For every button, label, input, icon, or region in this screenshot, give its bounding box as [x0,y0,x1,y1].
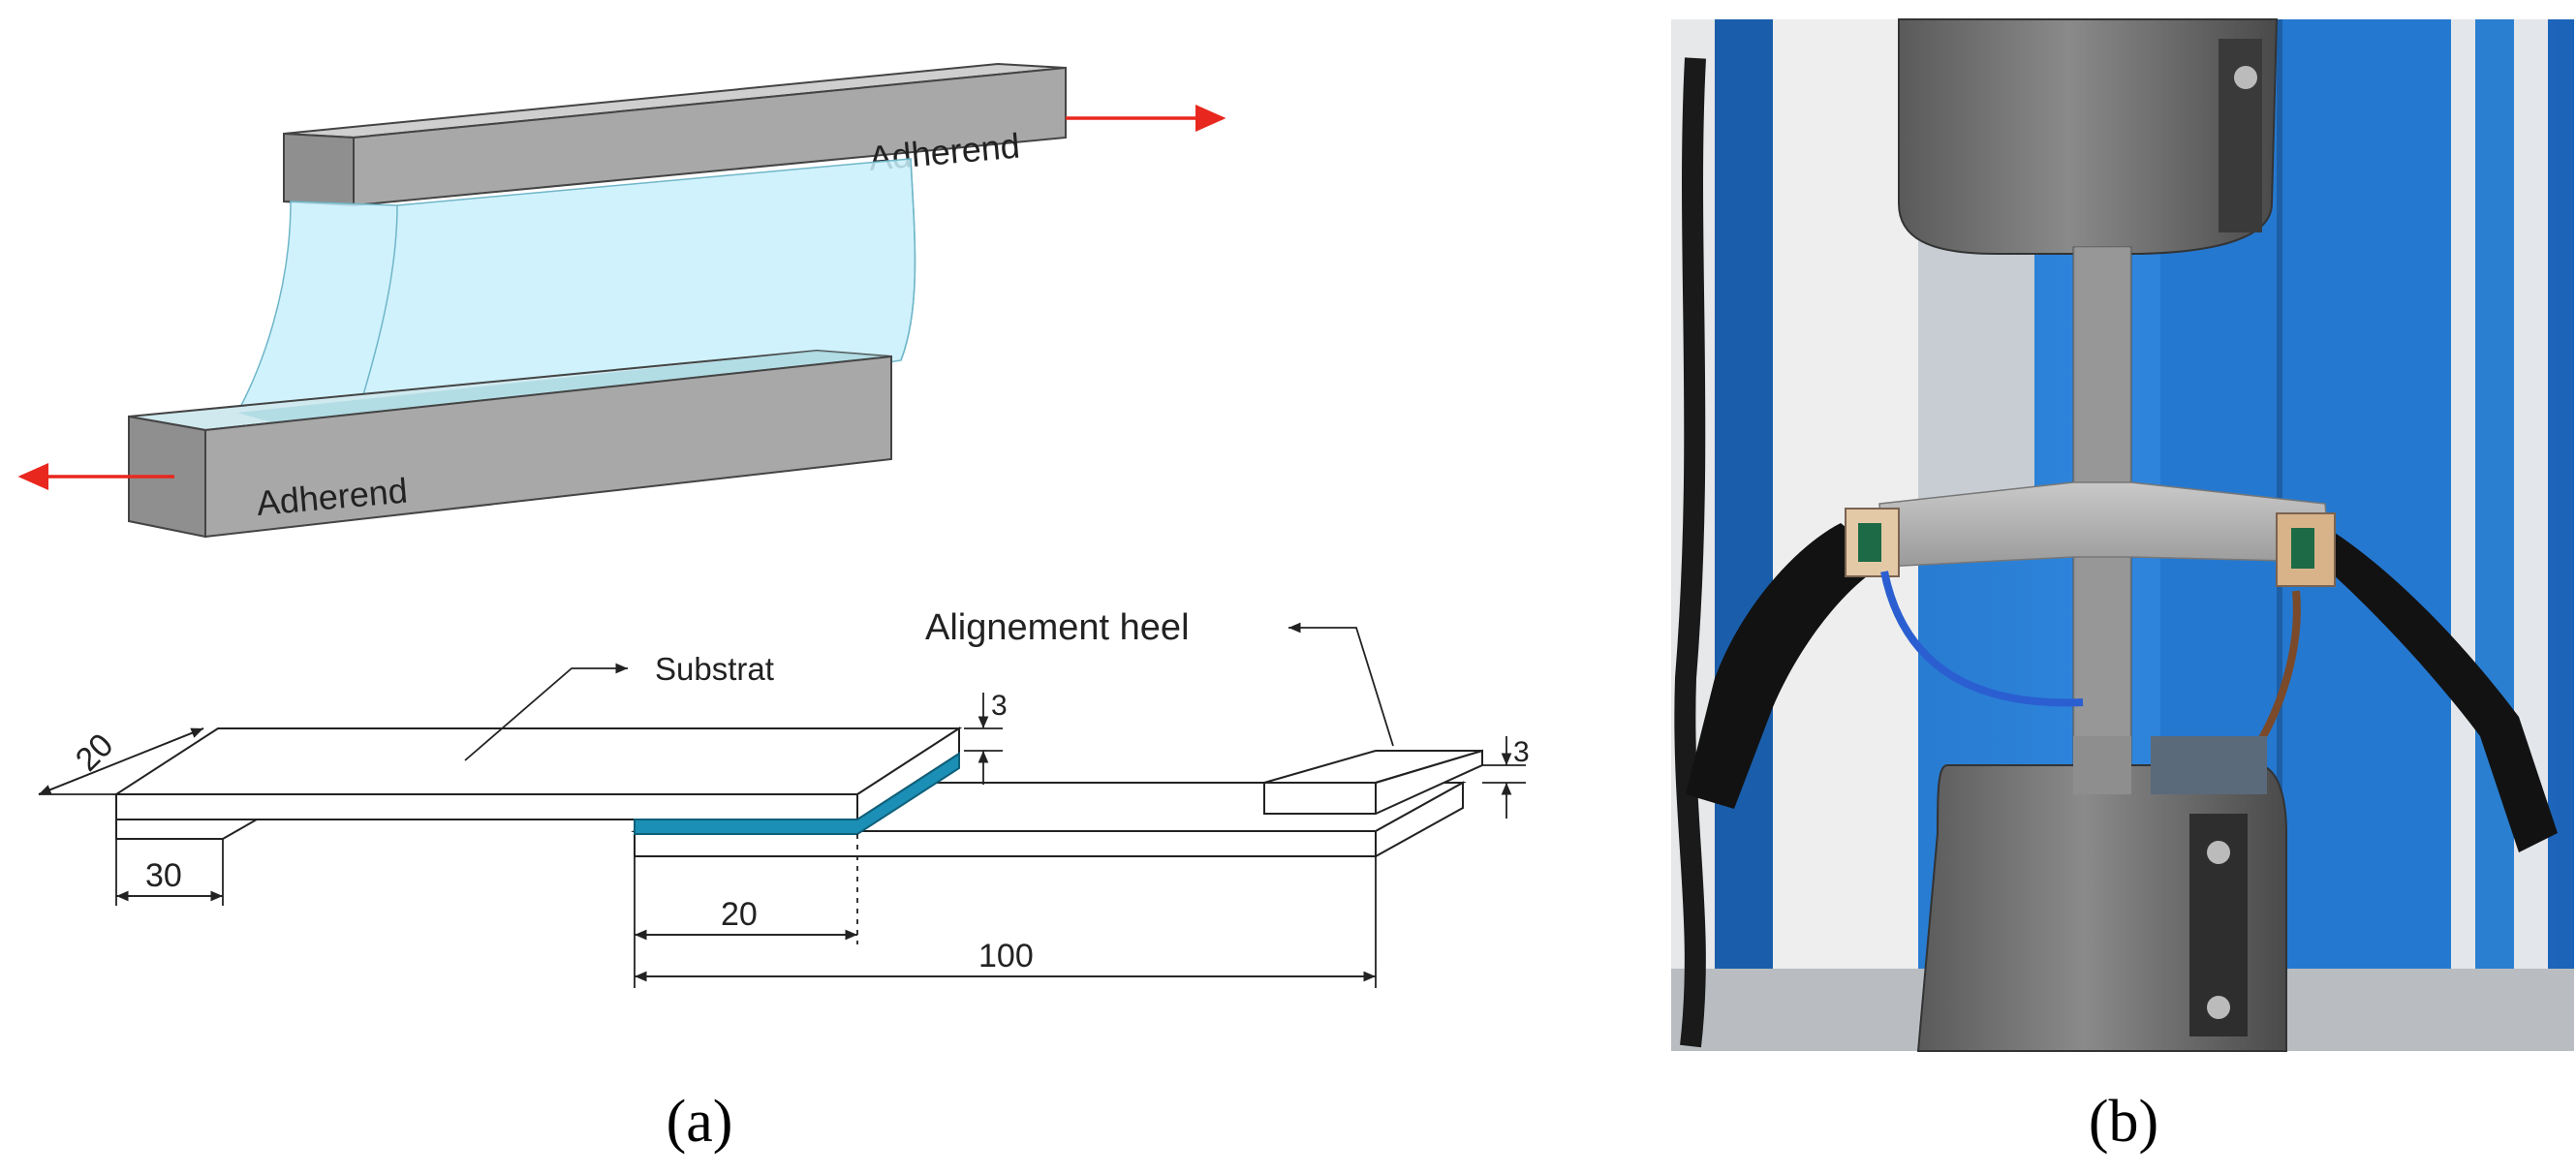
panel-a-caption: (a) [667,1089,733,1155]
adhesive-film-right-edge [900,158,916,361]
dim-length-label: 100 [978,938,1034,974]
panel-b-test-photo [1671,18,2574,1052]
dim-width-label: 20 [69,727,121,779]
substrat-label: Substrat [655,651,774,687]
specimen-annotations [38,622,1526,988]
dim-thickness-left-label: 3 [991,690,1008,722]
dim-thickness-right-label: 3 [1513,736,1530,768]
panel-a-bonded-joint-view: Adherend Adherend [17,62,1226,539]
alignement-heel-label: Alignement heel [925,607,1190,648]
adhesive-layer [634,752,960,835]
panel-b-caption: (b) [2089,1089,2158,1155]
dim-clamp-label: 30 [145,857,182,894]
dim-overlap-label: 20 [721,896,758,933]
upper-grip [1898,18,2279,255]
panel-a-specimen-drawing [112,727,1483,858]
upper-adherend [283,62,1067,207]
